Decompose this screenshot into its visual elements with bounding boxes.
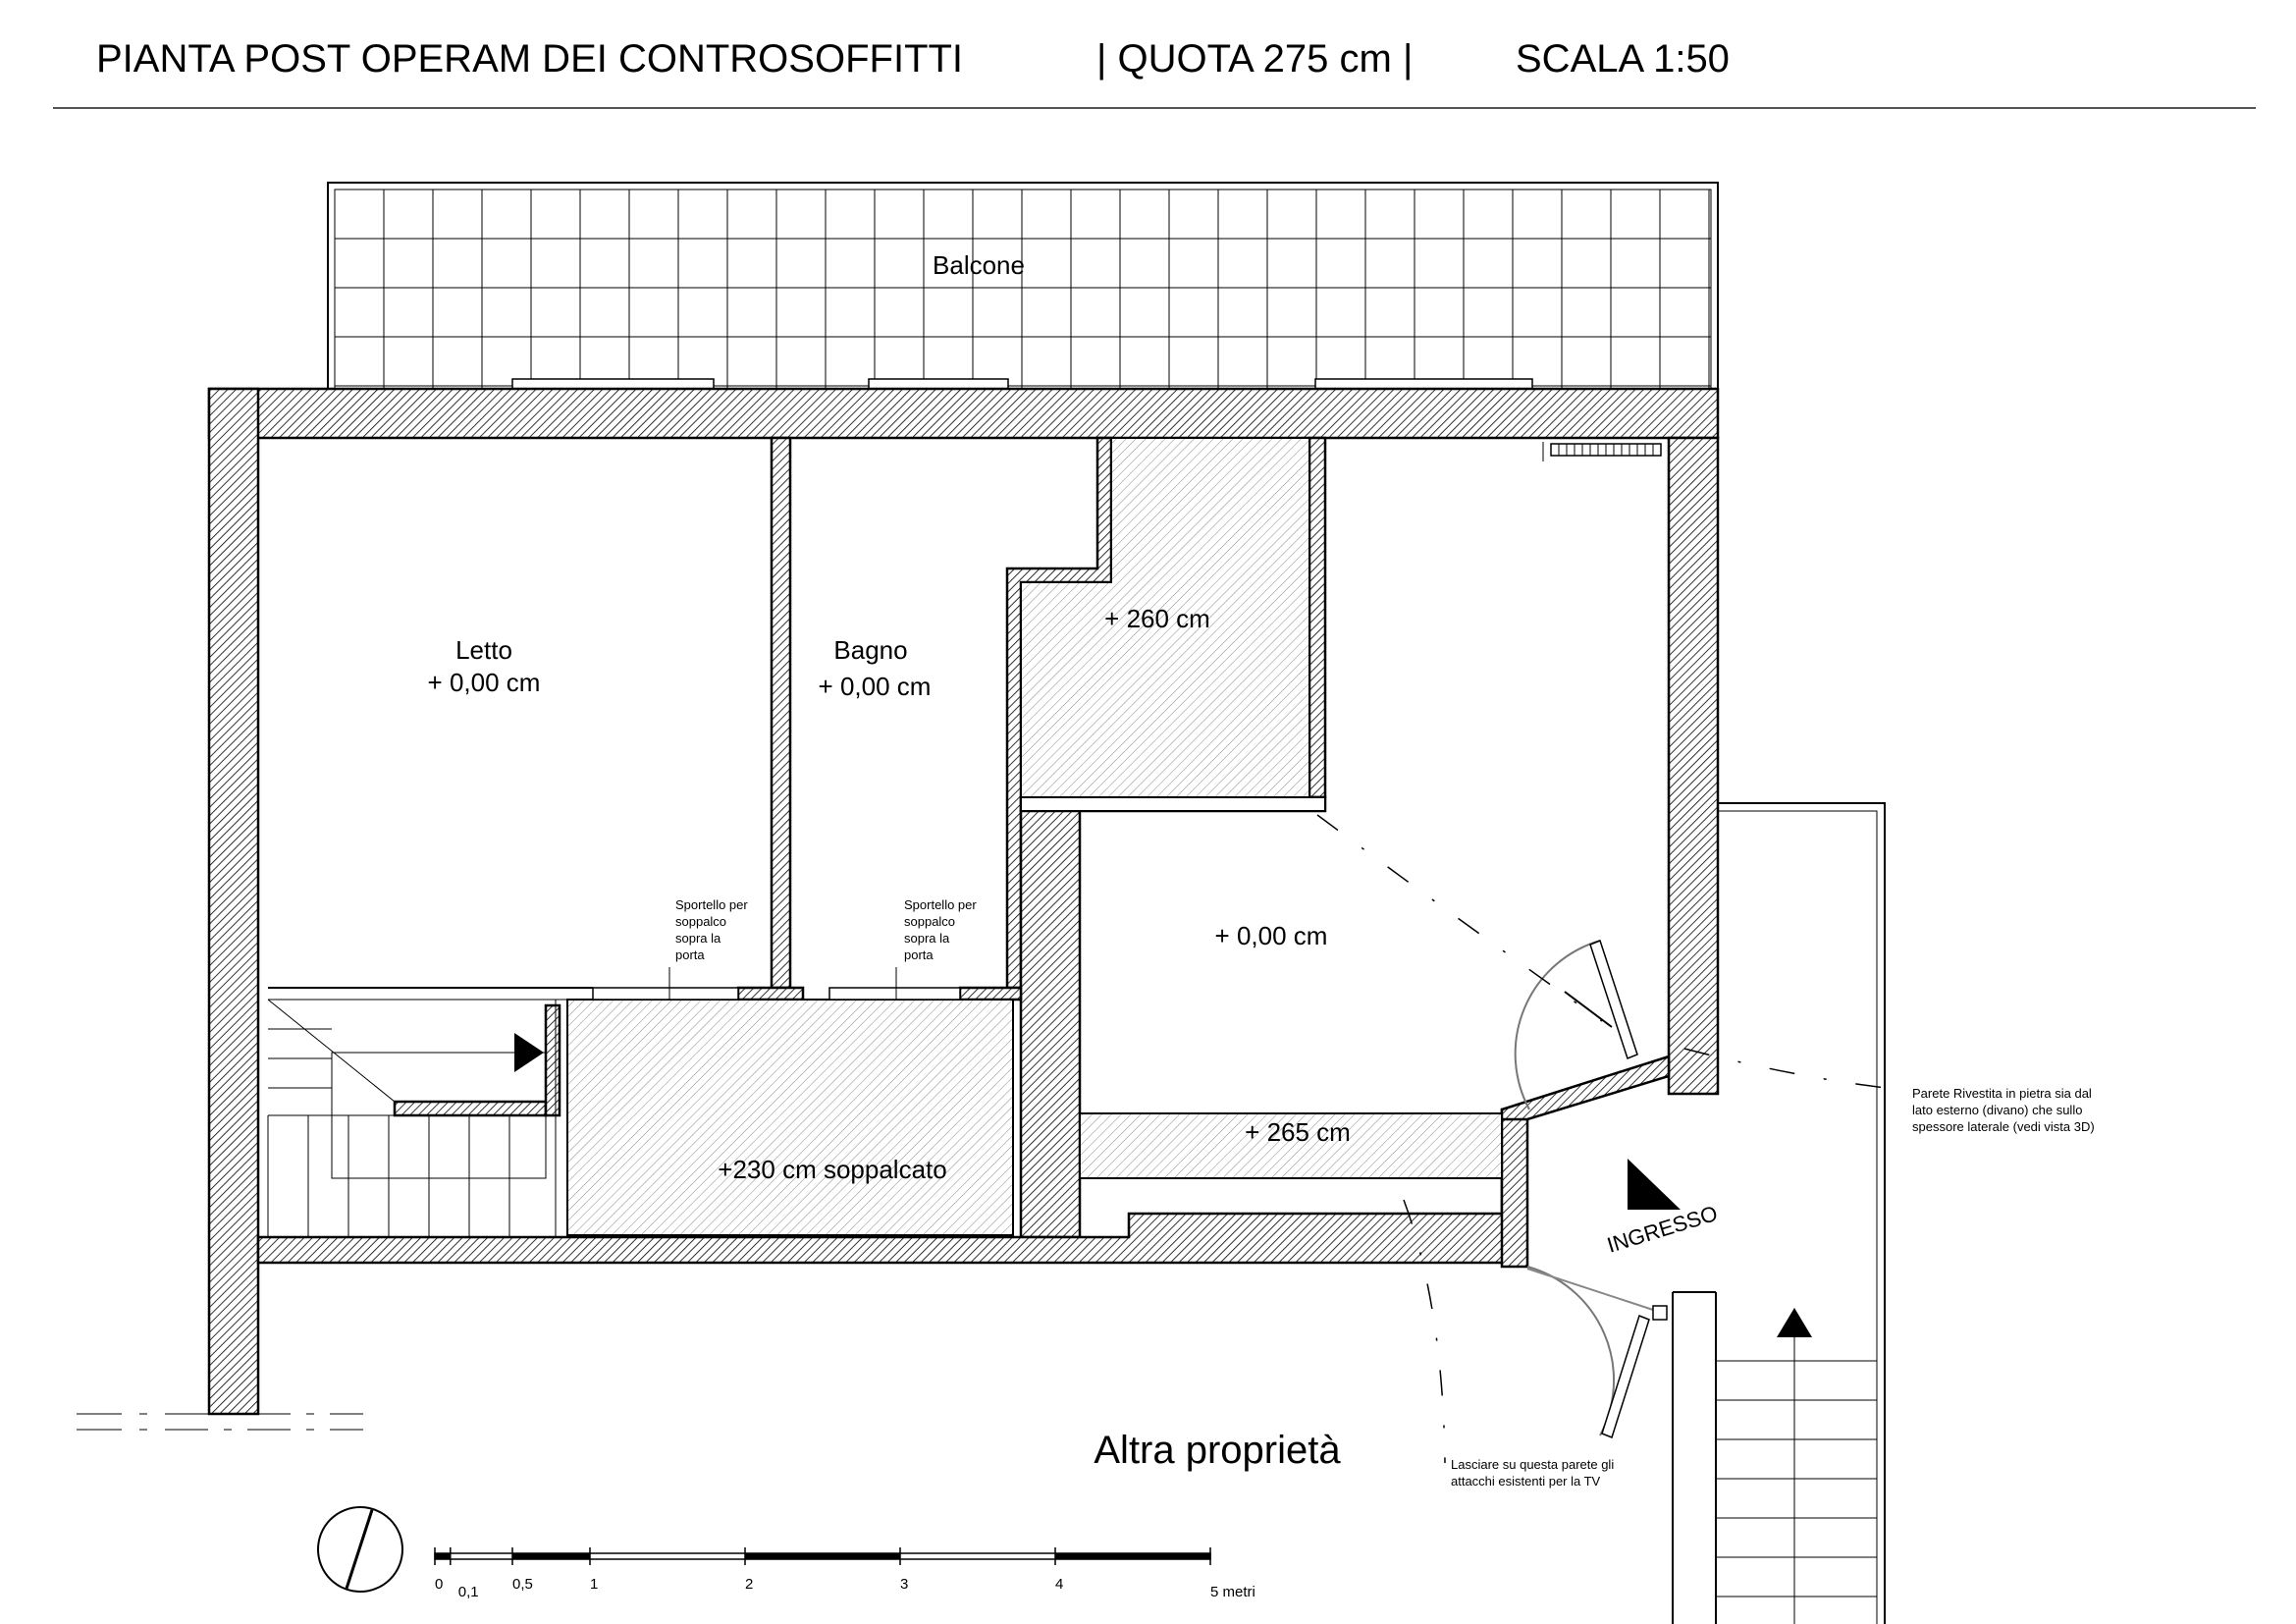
ext-outline-inner [1718, 810, 1878, 1624]
outer-wall-west [207, 387, 260, 1416]
svg-text:soppalco: soppalco [904, 914, 955, 929]
break-marks [77, 1413, 363, 1431]
entrance-threshold [1526, 1268, 1654, 1311]
ceiling-zones [566, 437, 1503, 1236]
wall-bed-bath [770, 436, 792, 990]
ripostiglio-level: + 260 cm [1104, 604, 1210, 633]
balcony: Balcone [327, 182, 1719, 390]
entrance-arrow-icon [1628, 1159, 1681, 1210]
wall-corridor-pillar [1019, 809, 1082, 1239]
room-labels: Letto + 0,00 cm Bagno + 0,00 cm + 260 cm… [428, 604, 1351, 1472]
note-parete-rivestita: Parete Rivestita in pietra sia dal lato … [1912, 1086, 2095, 1134]
svg-text:sopra la: sopra la [675, 931, 721, 946]
wall-stair-post [544, 1003, 561, 1117]
door-hinge-post [1652, 1305, 1668, 1321]
section-lines [1316, 814, 1905, 1464]
zone-soppalco [566, 999, 1014, 1236]
walls [207, 387, 1720, 1416]
soggiorno-level: + 0,00 cm [1215, 921, 1328, 950]
svg-text:Sportello per: Sportello per [675, 897, 748, 912]
svg-text:porta: porta [675, 947, 705, 962]
soppalco-label: +230 cm soppalcato [718, 1155, 946, 1184]
scale-label: 5 metri [1210, 1584, 1255, 1600]
door-upper-reveal [1564, 991, 1613, 1028]
bagno-label: Bagno [833, 635, 907, 665]
wall-lintel-1 [736, 986, 805, 1001]
dash-line-upper [1316, 814, 1603, 1022]
corridoio-level: + 265 cm [1245, 1117, 1351, 1147]
svg-text:attacchi esistenti per la TV: attacchi esistenti per la TV [1451, 1474, 1601, 1489]
door-openings [592, 967, 961, 1001]
ext-outline [1718, 802, 1886, 1624]
outer-wall-north [207, 387, 1720, 440]
balcony-tile-grid [335, 189, 1711, 389]
svg-text:lato esterno (divano) che sull: lato esterno (divano) che sullo [1912, 1103, 2082, 1117]
doors [1514, 940, 1668, 1438]
balcony-window-2 [868, 378, 1009, 390]
wall-stair-landing [393, 1100, 548, 1117]
svg-text:Lasciare su questa parete gli: Lasciare su questa parete gli [1451, 1457, 1614, 1472]
scale-label: 4 [1055, 1576, 1063, 1593]
ext-stair-steps [1716, 1360, 1877, 1597]
door-swing-arc-upper [1514, 940, 1601, 1110]
ext-stair-arrow-icon [1777, 1308, 1812, 1337]
letto-label: Letto [455, 635, 512, 665]
balcony-window-3 [1314, 378, 1533, 390]
scale-label: 1 [590, 1576, 598, 1593]
svg-text:Parete Rivestita in pietra sia: Parete Rivestita in pietra sia dal [1912, 1086, 2092, 1101]
scale-label: 3 [900, 1576, 908, 1593]
scale-label: 0,5 [512, 1576, 533, 1593]
stair-steps [267, 999, 510, 1237]
balcony-window-1 [511, 378, 715, 390]
note-sportello-2: Sportello per soppalco sopra la porta [904, 897, 977, 962]
svg-text:soppalco: soppalco [675, 914, 726, 929]
storage-shelf [1020, 796, 1326, 812]
wall-lintel-2 [958, 986, 1023, 1001]
altra-proprieta-label: Altra proprietà [1094, 1429, 1341, 1472]
zone-corridoio [1079, 1112, 1503, 1179]
bagno-level: + 0,00 cm [819, 672, 932, 701]
scale-label: 0 [435, 1576, 443, 1593]
scale-label: 0,1 [458, 1584, 479, 1600]
graphic-scale-bar: 0 0,1 0,5 1 2 3 4 5 metri [434, 1547, 1255, 1600]
scale-label: 2 [745, 1576, 753, 1593]
door-leaf-upper [1589, 940, 1638, 1059]
svg-text:sopra la: sopra la [904, 931, 950, 946]
wall-entrance-diagonal [1500, 1055, 1671, 1121]
drawing-header: PIANTA POST OPERAM DEI CONTROSOFFITTI | … [53, 37, 2256, 109]
stair-winder-line [267, 999, 396, 1103]
note-tv: Lasciare su questa parete gli attacchi e… [1451, 1457, 1614, 1489]
wall-entrance-pillar [1500, 1108, 1529, 1269]
balcony-outline [327, 182, 1719, 390]
note-sportello-1: Sportello per soppalco sopra la porta [675, 897, 748, 962]
drawing-quota: | QUOTA 275 cm | [1096, 37, 1413, 81]
svg-text:Sportello per: Sportello per [904, 897, 977, 912]
door-opening-bagno [828, 987, 961, 1001]
stair-direction-arrow-icon [514, 1033, 544, 1072]
wall-storage-east [1308, 436, 1327, 799]
balcony-inner-edge [334, 189, 1712, 390]
outer-wall-east [1667, 436, 1720, 1096]
svg-text:spessore laterale (vedi vista: spessore laterale (vedi vista 3D) [1912, 1119, 2095, 1134]
letto-level: + 0,00 cm [428, 668, 541, 697]
drawing-scale: SCALA 1:50 [1516, 37, 1730, 81]
balcony-label: Balcone [933, 250, 1025, 280]
external-staircase [1672, 802, 1886, 1624]
svg-text:porta: porta [904, 947, 934, 962]
annotations: Sportello per soppalco sopra la porta Sp… [675, 897, 2095, 1489]
north-arrow-icon [317, 1506, 403, 1593]
dash-line-right [1683, 1048, 1905, 1091]
radiator-icon [1542, 442, 1662, 461]
door-leaf-lower [1601, 1315, 1650, 1438]
drawing-title: PIANTA POST OPERAM DEI CONTROSOFFITTI [96, 37, 963, 81]
door-opening-letto [592, 987, 739, 1001]
